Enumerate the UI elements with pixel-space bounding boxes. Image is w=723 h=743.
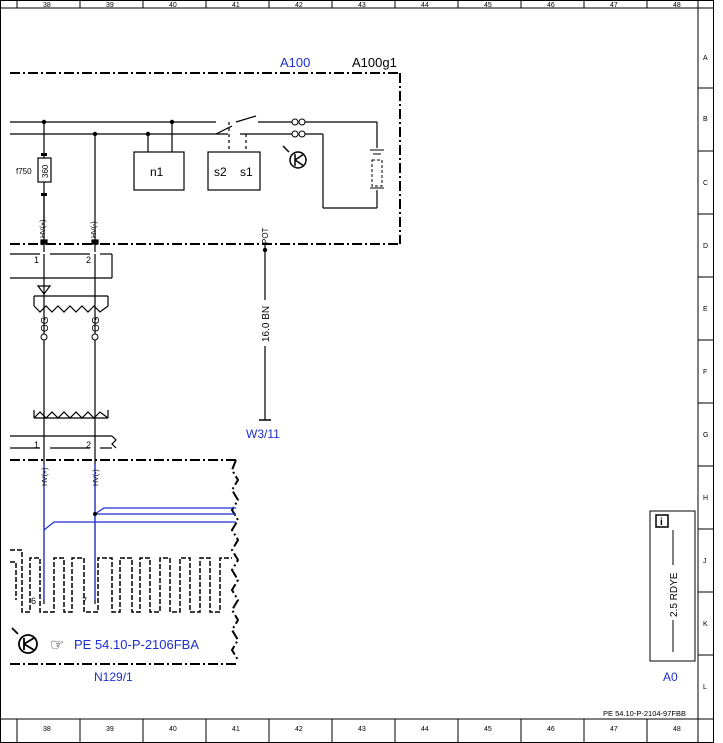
terminal-circles <box>291 118 306 138</box>
bus-junctions <box>41 119 175 137</box>
resistor-value: 360 <box>41 164 50 178</box>
column-label-top: 48 <box>673 2 681 9</box>
column-label-top: 45 <box>484 2 492 9</box>
resistor-caps <box>41 153 47 196</box>
og-wire-label-2: OG <box>91 316 102 332</box>
column-label-bottom: 43 <box>358 726 366 733</box>
og-connector-circles <box>40 333 99 341</box>
column-label-top: 44 <box>421 2 429 9</box>
row-label: K <box>703 621 708 628</box>
info-icon[interactable] <box>655 514 669 528</box>
pin2-top-label: 2 <box>86 255 91 265</box>
column-label-bottom: 39 <box>106 726 114 733</box>
a100g1-label: A100g1 <box>352 55 397 70</box>
column-label-bottom: 41 <box>232 726 240 733</box>
row-label: L <box>703 684 707 691</box>
row-ticks-right <box>698 87 713 656</box>
document-id: PE 54.10-P-2104-97FBB <box>603 709 686 718</box>
column-label-top: 40 <box>169 2 177 9</box>
column-label-top: 46 <box>547 2 555 9</box>
hv-minus-bottom-label: HV(-) <box>93 469 100 486</box>
a100-label: A100 <box>280 55 310 70</box>
pin6-label: 6 <box>31 596 36 606</box>
resistor-f750 <box>37 157 52 183</box>
s1-s2-component <box>207 151 261 191</box>
battery-cells <box>370 149 384 189</box>
n129-module-box <box>10 459 240 665</box>
rdye-wire-label: 2.5 RDYE <box>669 572 680 617</box>
column-label-top: 47 <box>610 2 618 9</box>
column-label-bottom: 40 <box>169 726 177 733</box>
column-label-top: 41 <box>232 2 240 9</box>
row-label: D <box>703 243 708 250</box>
s1-label: s1 <box>240 165 253 179</box>
column-ticks-bottom <box>16 719 648 743</box>
n1-label: n1 <box>150 165 164 179</box>
row-label: E <box>703 306 708 313</box>
column-label-top: 42 <box>295 2 303 9</box>
info-glyph: i <box>660 517 663 528</box>
s2-label: s2 <box>214 165 227 179</box>
pointing-hand-icon: ☞ <box>50 637 64 654</box>
switch-contacts <box>215 115 257 135</box>
column-label-bottom: 45 <box>484 726 492 733</box>
row-label: F <box>703 369 707 376</box>
blue-junctions <box>93 512 97 516</box>
pin1-bottom-label: 1 <box>34 440 39 450</box>
connector-n129-comb <box>10 549 232 613</box>
bn-label-bg <box>258 300 272 346</box>
a100-module-box <box>10 72 401 245</box>
row-labels: A B C D E F G H J K L <box>703 55 708 691</box>
hv-minus-top-label: HV(-) <box>91 221 98 238</box>
pe-reference-link[interactable]: PE 54.10-P-2106FBA <box>74 637 199 652</box>
blue-wires <box>43 464 236 600</box>
sensor-symbol-icon <box>282 145 307 169</box>
bn-wire-label: 16.0 BN <box>261 306 272 342</box>
f750-label: f750 <box>16 167 32 176</box>
column-label-bottom: 48 <box>673 726 681 733</box>
og-wire-label-1: OG <box>40 316 51 332</box>
w3-11-label: W3/11 <box>246 427 280 441</box>
column-label-bottom: 47 <box>610 726 618 733</box>
row-label: B <box>703 116 708 123</box>
hv-plus-top-label: HV(+) <box>40 220 47 238</box>
row-label: G <box>703 432 708 439</box>
sensor-icon <box>11 627 38 654</box>
n1-component <box>133 151 185 191</box>
column-ticks-top <box>16 0 648 8</box>
a0-label: A0 <box>663 670 678 684</box>
internal-bus <box>10 121 378 230</box>
pin2-bottom-label: 2 <box>86 440 91 450</box>
wire-harness <box>10 254 117 604</box>
row-label: H <box>703 495 708 502</box>
column-label-top: 38 <box>43 2 51 9</box>
column-labels-top: 38 39 40 41 42 43 44 45 46 47 48 <box>43 2 681 9</box>
row-label: J <box>703 558 707 565</box>
column-labels-bottom: 38 39 40 41 42 43 44 45 46 47 48 <box>43 726 681 733</box>
pin7-label: 7 <box>82 596 87 606</box>
column-label-bottom: 44 <box>421 726 429 733</box>
column-label-bottom: 42 <box>295 726 303 733</box>
row-label: C <box>703 180 708 187</box>
column-label-top: 39 <box>106 2 114 9</box>
column-label-bottom: 46 <box>547 726 555 733</box>
n129-1-label: N129/1 <box>94 670 133 684</box>
pin1-top-label: 1 <box>34 255 39 265</box>
column-label-top: 43 <box>358 2 366 9</box>
hv-plus-bottom-label: HV(+) <box>42 468 49 486</box>
pot-junction <box>262 247 268 253</box>
column-label-bottom: 38 <box>43 726 51 733</box>
pot-label: POT <box>261 227 270 244</box>
row-label: A <box>703 55 708 62</box>
